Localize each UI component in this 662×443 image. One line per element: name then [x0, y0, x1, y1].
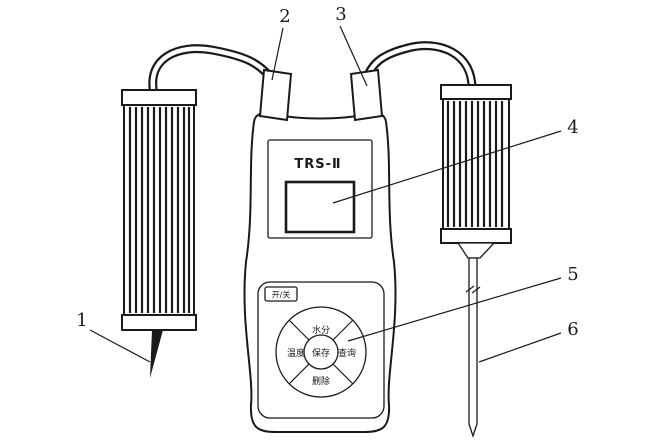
- device-body: TRS-Ⅱ 开/关 水分 温度 保存 查询 删除: [243, 68, 397, 433]
- callout-3-label: 3: [335, 4, 346, 25]
- left-probe-bottom-cap: [121, 314, 197, 331]
- left-probe-top-cap: [121, 89, 197, 106]
- callout-2-label: 2: [279, 6, 290, 27]
- keypad-left-label[interactable]: 温度: [287, 347, 305, 359]
- left-cable: [148, 44, 279, 99]
- keypad-dividers: [288, 319, 354, 385]
- rod-break-mark: [465, 285, 481, 294]
- right-probe-rib-lines: [446, 101, 504, 227]
- right-cable: [361, 41, 477, 97]
- keypad-top-label[interactable]: 水分: [312, 324, 330, 336]
- right-probe-rod: [468, 257, 478, 439]
- right-connector: [349, 68, 384, 122]
- left-probe-rib-lines: [128, 107, 191, 313]
- lcd-screen: [284, 180, 356, 234]
- callout-3-line: [339, 25, 368, 87]
- callout-5-line: [347, 277, 562, 342]
- keypad-right-label[interactable]: 查询: [338, 347, 356, 359]
- keypad: 水分 温度 保存 查询 删除: [275, 306, 367, 398]
- power-button[interactable]: [264, 286, 298, 302]
- right-probe-top-cap: [440, 84, 512, 100]
- callout-1-label: 1: [76, 310, 87, 331]
- keypad-bottom-label[interactable]: 删除: [312, 375, 330, 387]
- left-connector: [258, 68, 293, 122]
- right-probe-bottom-cap: [440, 228, 512, 244]
- callout-1-line: [89, 329, 151, 363]
- keypad-center-label[interactable]: 保存: [312, 347, 330, 359]
- callout-6-line: [478, 332, 562, 363]
- callout-2-line: [271, 27, 284, 81]
- right-probe: [440, 84, 512, 439]
- callout-5-label: 5: [567, 264, 578, 285]
- right-probe-neck: [456, 242, 496, 259]
- left-probe-needle: [150, 330, 163, 378]
- callout-4-line: [332, 130, 562, 204]
- keypad-center-button[interactable]: [303, 334, 339, 370]
- power-button-label: 开/关: [272, 290, 291, 300]
- left-probe: [121, 89, 197, 378]
- control-panel: 开/关 水分 温度 保存 查询 删除: [257, 281, 385, 419]
- callout-6-label: 6: [567, 319, 578, 340]
- callouts: 1 2 3 4 5 6: [76, 4, 579, 363]
- display-module: TRS-Ⅱ: [267, 139, 373, 239]
- callout-4-label: 4: [567, 117, 578, 138]
- model-label: TRS-Ⅱ: [294, 157, 341, 172]
